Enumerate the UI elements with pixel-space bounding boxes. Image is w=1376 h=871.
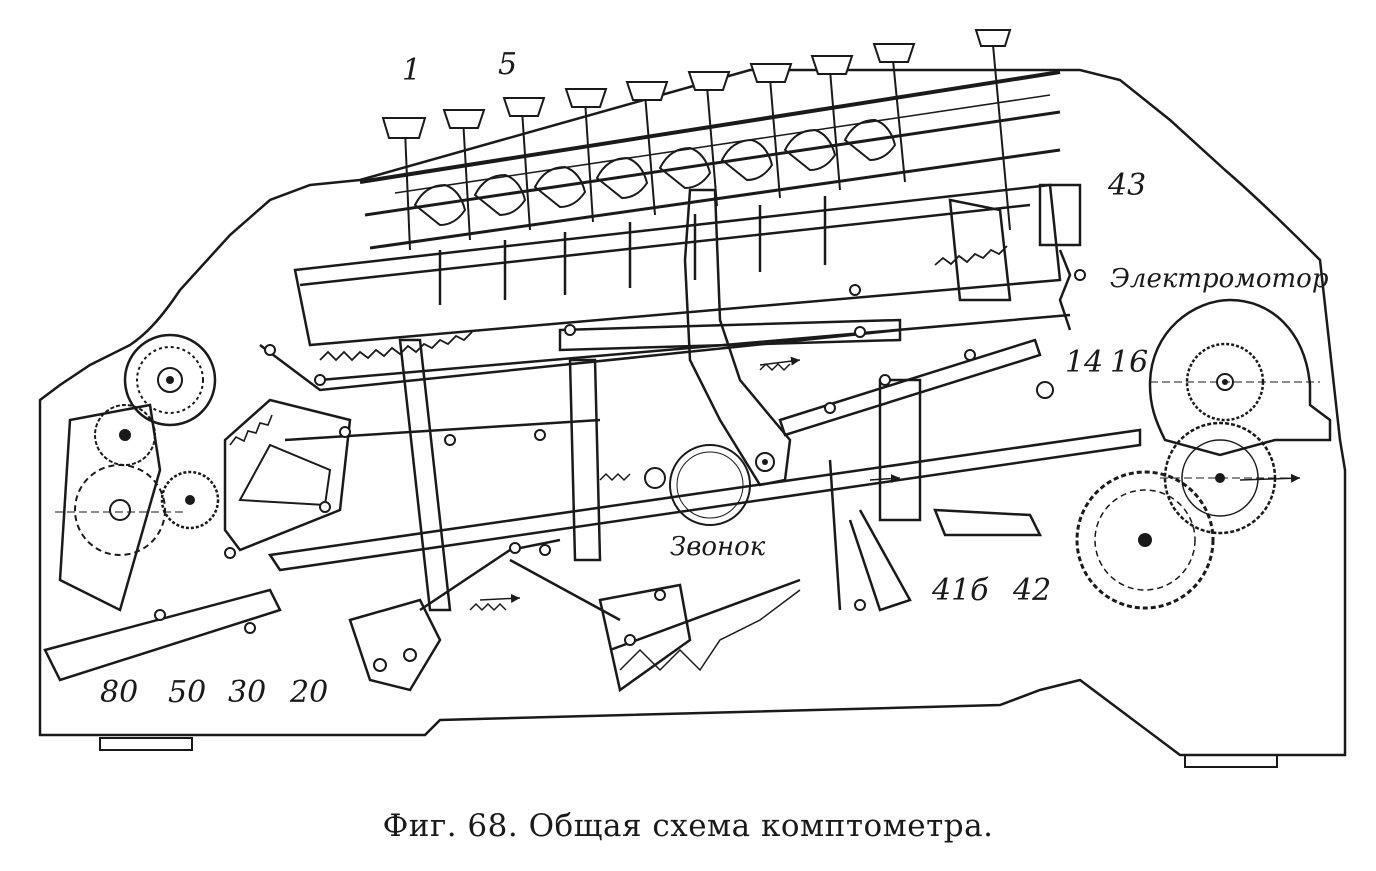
label-43: 43 xyxy=(1107,168,1146,203)
figure-caption: Фиг. 68. Общая схема комптометра. xyxy=(382,808,994,844)
label-bell: Звонок xyxy=(670,532,766,562)
gear-80 xyxy=(94,404,156,466)
inclined-links xyxy=(398,198,1042,612)
bell xyxy=(669,444,751,526)
foot-left xyxy=(99,737,193,751)
gear-16 xyxy=(1075,470,1215,610)
key-guides xyxy=(413,118,897,227)
label-80: 80 xyxy=(100,675,138,710)
machine-housing xyxy=(38,68,1347,757)
label-20: 20 xyxy=(289,675,328,710)
label-41b: 41б xyxy=(931,573,989,608)
foot-right xyxy=(1184,754,1278,768)
label-5: 5 xyxy=(498,47,517,82)
gear-50 xyxy=(55,464,185,556)
label-42: 42 xyxy=(1012,573,1051,608)
springs xyxy=(469,362,801,672)
label-electromotor: Электромотор xyxy=(1110,264,1329,294)
electromotor xyxy=(1148,298,1332,457)
toothed-rack-right xyxy=(934,245,1008,266)
gear-right-middle xyxy=(1160,421,1300,535)
upper-frame xyxy=(259,183,1082,392)
gear-top-left xyxy=(123,333,217,427)
horizontal-bars xyxy=(267,313,1142,572)
label-16: 16 xyxy=(1110,345,1148,380)
label-1: 1 xyxy=(402,53,421,88)
arrows xyxy=(479,356,1301,603)
toothed-rack xyxy=(319,331,473,362)
label-30: 30 xyxy=(228,675,266,710)
label-50: 50 xyxy=(168,675,206,710)
pivots xyxy=(154,269,1086,672)
gear-30 xyxy=(160,470,220,530)
label-14: 14 xyxy=(1065,345,1103,380)
keys xyxy=(381,29,1012,251)
left-drive-plate xyxy=(223,398,352,552)
